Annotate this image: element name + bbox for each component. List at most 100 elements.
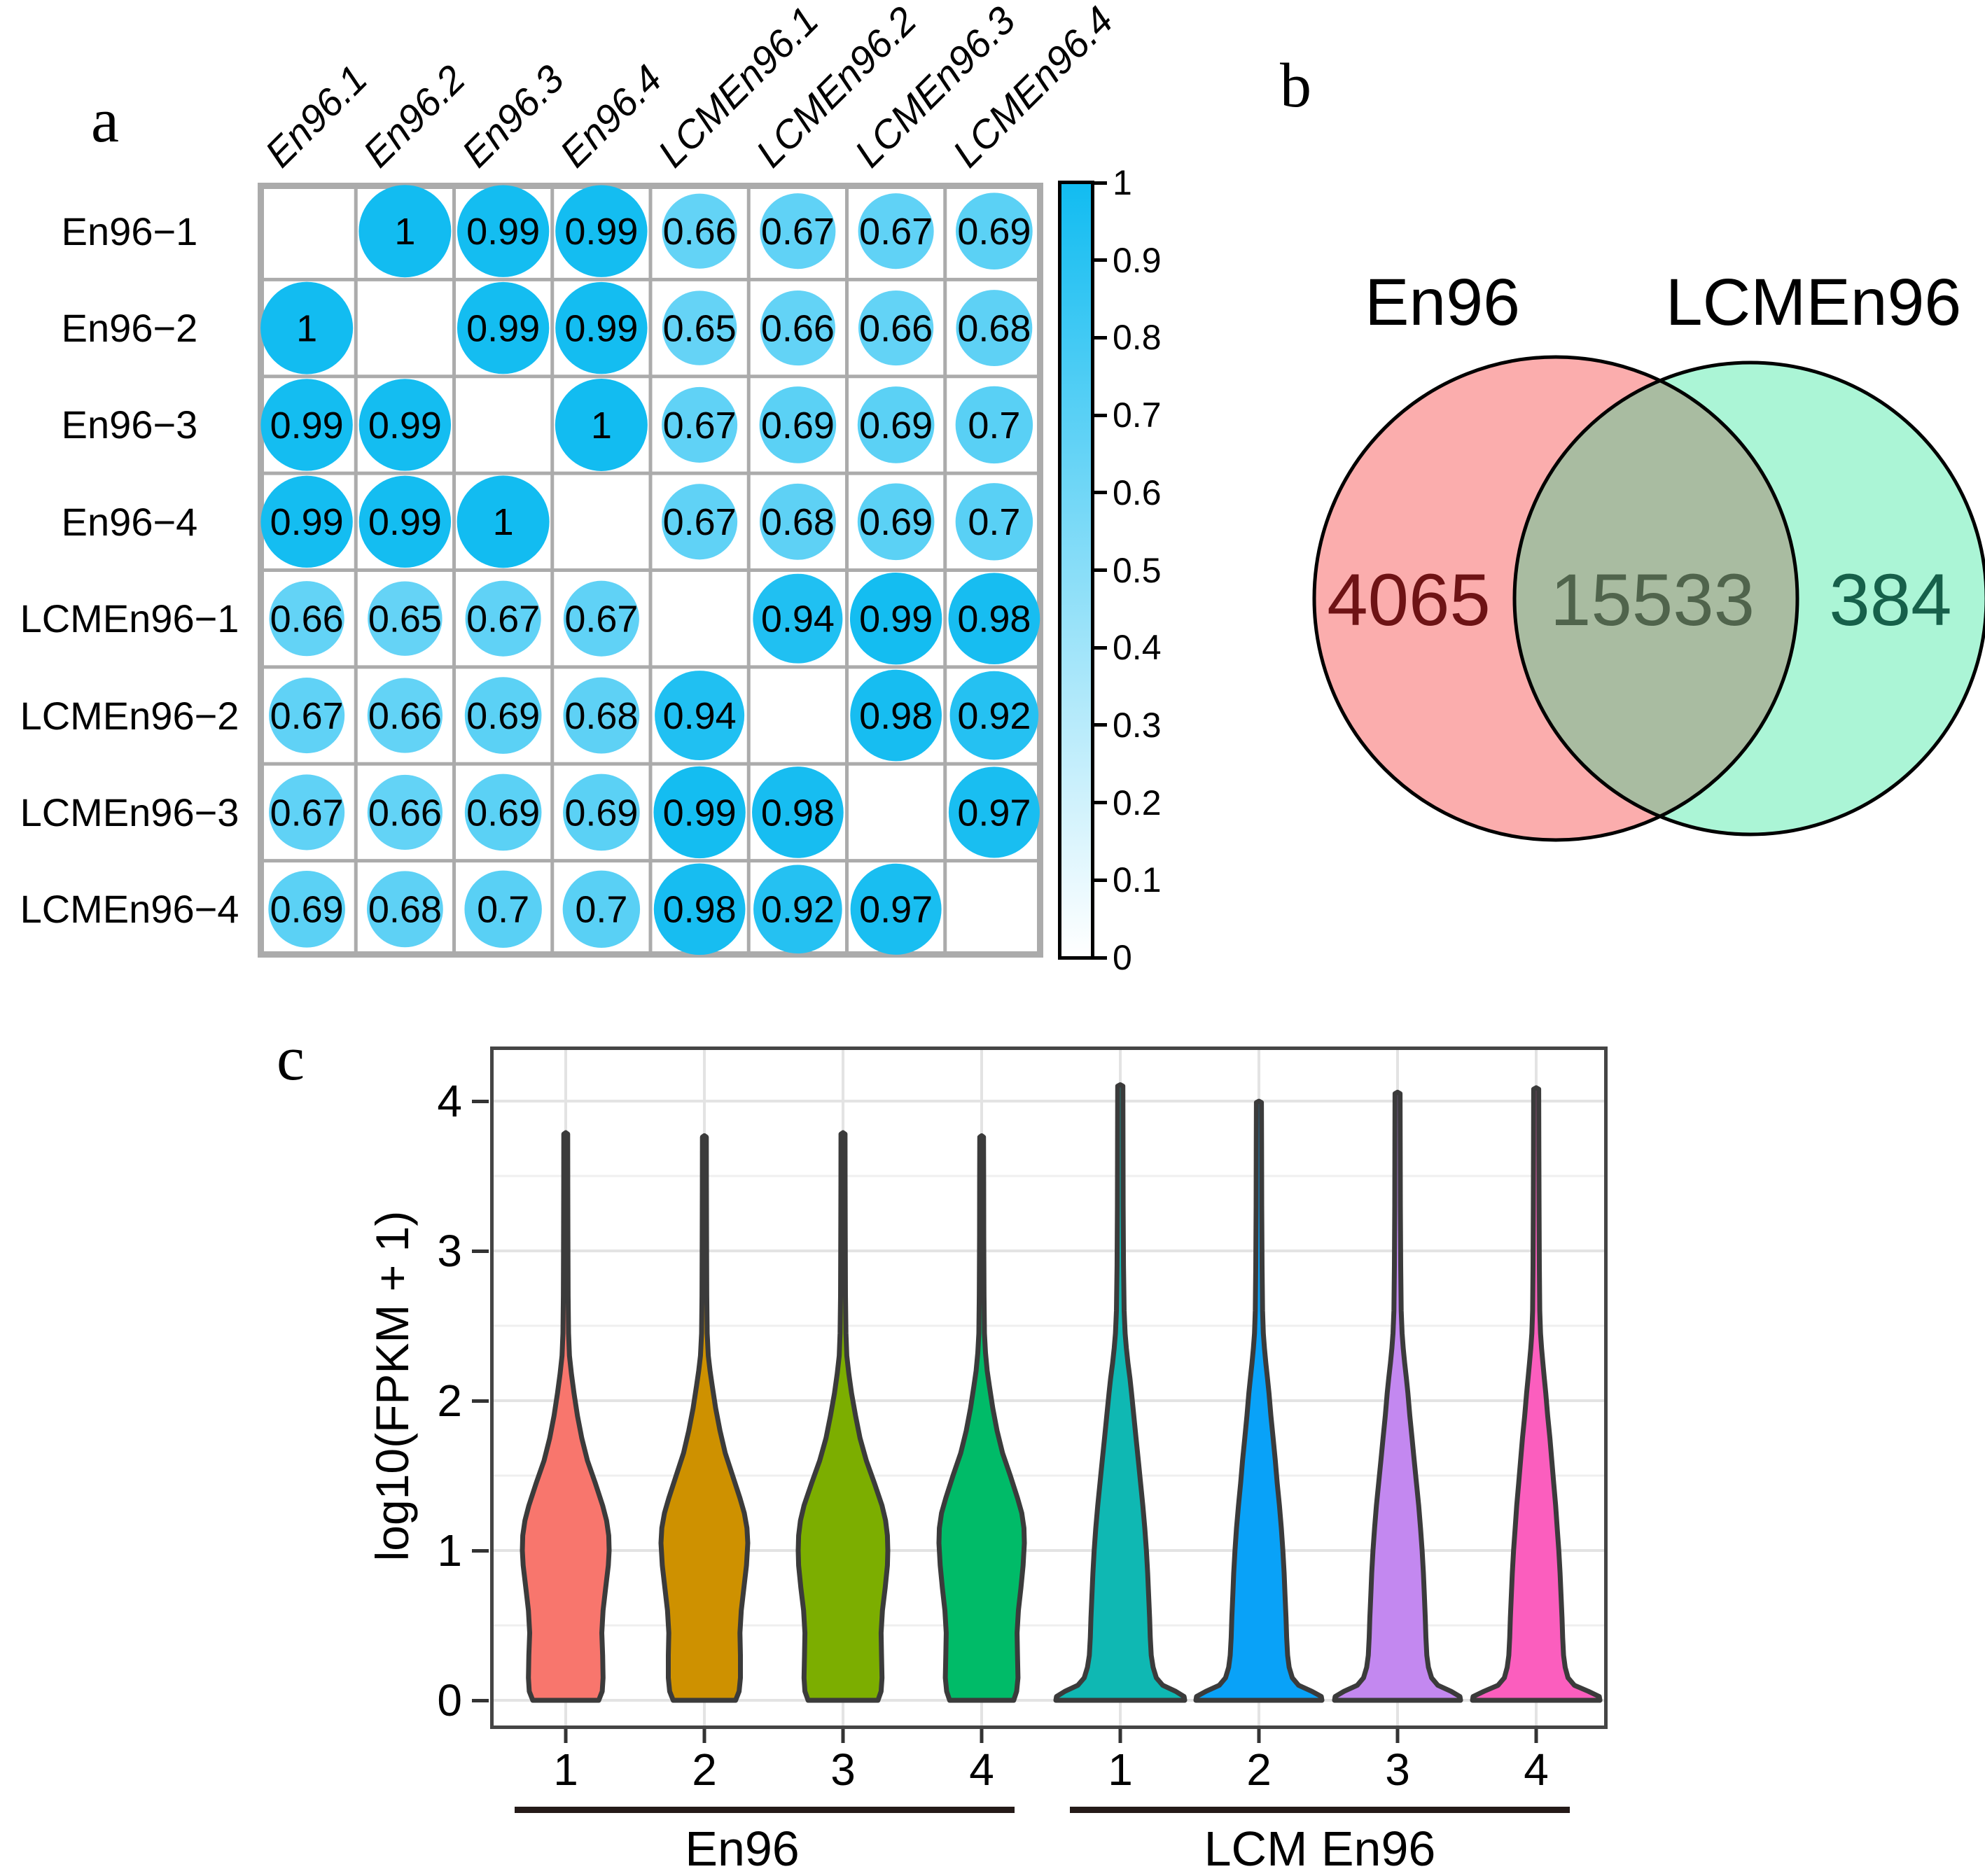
panel-a-letter: a	[91, 86, 119, 155]
correlation-bubble	[367, 678, 443, 753]
correlation-bubble	[753, 573, 843, 664]
correlation-bubble	[260, 475, 353, 568]
plot-panel-border	[490, 1046, 1608, 1729]
matrix-row-label: LCMEn96−1	[20, 596, 239, 641]
correlation-bubble	[850, 669, 942, 762]
correlation-bubble	[457, 185, 550, 277]
correlation-bubble	[857, 386, 935, 463]
correlation-value: 0.69	[466, 695, 540, 737]
group-label-en96: En96	[685, 1821, 800, 1876]
colorbar-tick-mark	[1094, 955, 1107, 960]
matrix-row-label: En96−4	[61, 499, 198, 544]
correlation-value: 0.67	[859, 211, 933, 253]
correlation-value: 0.99	[564, 307, 638, 349]
colorbar-tick-mark	[1094, 335, 1107, 340]
correlation-value: 0.68	[761, 501, 835, 543]
correlation-bubble	[555, 185, 648, 277]
venn-left-count: 4065	[1327, 559, 1491, 641]
colorbar-tick-label: 0.8	[1113, 318, 1162, 358]
correlation-bubble	[367, 774, 443, 850]
correlation-matrix-grid: 1 0.99 0.99 0.66 0.67 0.67 0.69 1 0.99 0.99 0.65 0.…	[258, 183, 1043, 958]
y-tick-mark	[472, 1249, 489, 1253]
violin-LCMEn96-4	[1470, 1085, 1603, 1703]
violin-En96-1	[520, 1130, 612, 1703]
correlation-bubble	[858, 290, 934, 366]
colorbar-tick-mark	[1094, 413, 1107, 417]
colorbar-tick-label: 0.3	[1113, 705, 1162, 745]
correlation-bubble	[849, 573, 942, 665]
violin-x-tick-label: 3	[830, 1744, 856, 1795]
venn-right-outline	[1512, 360, 1985, 836]
correlation-value: 0.67	[466, 598, 540, 640]
violin-x-tick-label: 4	[1524, 1744, 1549, 1795]
correlation-value: 0.99	[466, 211, 540, 253]
correlation-bubble	[655, 671, 745, 761]
colorbar-tick-mark	[1094, 723, 1107, 727]
correlation-value: 0.66	[270, 598, 344, 640]
correlation-bubble	[949, 671, 1039, 760]
matrix-row-label: LCMEn96−2	[20, 693, 239, 738]
correlation-value: 0.94	[663, 695, 737, 737]
violin-x-tick-label: 1	[1108, 1744, 1133, 1795]
correlation-bubble	[555, 378, 648, 471]
correlation-value: 0.67	[663, 405, 737, 447]
colorbar-tick-label: 0.7	[1113, 396, 1162, 435]
correlation-bubble	[948, 573, 1040, 665]
correlation-bubble	[662, 290, 737, 365]
correlation-value: 0.92	[957, 695, 1031, 737]
correlation-bubble	[563, 677, 640, 754]
correlation-bubble	[760, 290, 835, 366]
correlation-value: 0.98	[761, 792, 835, 834]
matrix-column-label: En96.3	[452, 56, 572, 176]
correlation-value: 0.68	[957, 307, 1031, 349]
correlation-bubble	[760, 193, 836, 270]
venn-left-set-title: En96	[1365, 265, 1520, 340]
correlation-bubble	[269, 678, 345, 754]
matrix-column-label: En96.4	[551, 56, 671, 176]
correlation-value: 0.67	[663, 501, 737, 543]
correlation-value: 0.69	[957, 211, 1031, 253]
correlation-bubble	[753, 864, 842, 954]
correlation-bubble	[269, 774, 345, 850]
correlation-value: 0.99	[663, 792, 737, 834]
correlation-bubble	[260, 281, 354, 374]
correlation-bubble	[368, 581, 443, 656]
colorbar-gradient	[1058, 181, 1094, 960]
correlation-bubble	[563, 774, 640, 851]
correlation-value: 0.65	[368, 598, 442, 640]
violin-y-tick-label: 4	[437, 1076, 462, 1126]
correlation-value: 0.99	[270, 501, 344, 543]
violin-y-tick-label: 3	[437, 1226, 462, 1276]
correlation-value: 1	[493, 501, 514, 543]
violin-y-tick-label: 2	[437, 1376, 462, 1426]
violin-LCMEn96-2	[1193, 1098, 1325, 1703]
correlation-matrix-panel: 1 0.99 0.99 0.66 0.67 0.67 0.69 1 0.99 0.99 0.65 0.…	[0, 0, 1190, 1015]
correlation-bubble	[358, 185, 452, 278]
correlation-value: 0.66	[663, 211, 737, 253]
correlation-bubble	[662, 193, 737, 269]
matrix-column-label: En96.2	[354, 56, 474, 176]
correlation-value: 0.67	[270, 792, 344, 834]
correlation-bubble	[358, 475, 452, 568]
panel-c-letter: c	[277, 1024, 305, 1093]
correlation-value: 0.67	[270, 695, 344, 737]
matrix-row-label: LCMEn96−3	[20, 790, 239, 834]
violin-x-tick-label: 1	[553, 1744, 578, 1795]
correlation-bubble	[555, 281, 648, 374]
correlation-value: 0.66	[368, 695, 442, 737]
correlation-value: 0.99	[564, 211, 638, 253]
colorbar-tick-mark	[1094, 878, 1107, 882]
correlation-value: 0.99	[270, 405, 344, 447]
correlation-value: 0.66	[859, 307, 933, 349]
correlation-value: 1	[591, 405, 612, 447]
correlation-bubble	[464, 774, 542, 851]
correlation-value: 0.69	[761, 405, 835, 447]
colorbar-tick-mark	[1094, 181, 1107, 185]
correlation-value: 0.94	[761, 598, 835, 640]
y-tick-mark	[472, 1099, 489, 1103]
y-tick-mark	[472, 1399, 489, 1403]
correlation-value: 0.67	[564, 598, 638, 640]
correlation-value: 0.69	[270, 889, 344, 931]
